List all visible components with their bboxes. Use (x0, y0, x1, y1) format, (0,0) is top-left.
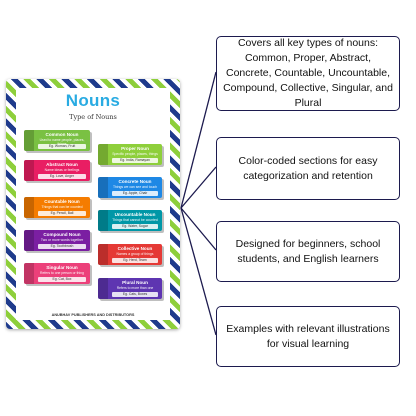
feature-box-types: Covers all key types of nouns: Common, P… (216, 36, 400, 111)
card-title: Singular Noun (46, 265, 78, 270)
publisher-label: ANUBHAV PUBLISHERS AND DISTRIBUTORS (51, 313, 135, 317)
card-example: Eg. Apple, Chair (112, 191, 158, 196)
card-example: Eg. Love, Anger (38, 174, 86, 179)
card-desc: Names a group of things (116, 252, 154, 256)
card-desc: Things we can see and touch (112, 185, 158, 189)
card-example: Eg. Cats, Boxes (112, 292, 158, 297)
poster-subtitle: Type of Nouns (69, 113, 117, 121)
card-title: Concrete Noun (118, 179, 152, 184)
card-desc: Refers to more than one (116, 286, 154, 290)
feature-text: Examples with relevant illustrations for… (226, 322, 390, 350)
connector-line (180, 71, 217, 209)
card-title: Countable Noun (44, 199, 80, 204)
card-example: Eg. Water, Sugar (112, 224, 158, 229)
card-common-noun: Common Noun Used to name people, places,… (24, 130, 90, 151)
card-countable-noun: Countable Noun Things that can be counte… (24, 197, 90, 218)
card-title: Uncountable Noun (114, 212, 156, 217)
card-desc: Specific people, places, things (112, 152, 158, 156)
card-compound-noun: Compound Noun Two or more words together… (24, 230, 90, 251)
card-collective-noun: Collective Noun Names a group of things … (98, 244, 162, 265)
card-desc: Name ideas or feelings (44, 168, 80, 172)
card-uncountable-noun: Uncountable Noun Things that cannot be c… (98, 210, 162, 231)
feature-text: Color-coded sections for easy categoriza… (238, 154, 378, 182)
feature-text: Designed for beginners, school students,… (235, 237, 381, 265)
card-title: Plural Noun (122, 280, 148, 285)
card-title: Collective Noun (117, 246, 153, 251)
connector-line (180, 207, 217, 336)
feature-box-audience: Designed for beginners, school students,… (216, 221, 400, 282)
card-example: Eg. Pencil, Ball (38, 211, 86, 216)
card-title: Proper Noun (121, 146, 149, 151)
card-desc: Things that cannot be counted (112, 218, 158, 222)
feature-box-color-coded: Color-coded sections for easy categoriza… (216, 137, 400, 200)
card-title: Common Noun (45, 132, 79, 137)
connector-line (180, 166, 217, 209)
card-example: Eg. Cat, Box (38, 277, 86, 282)
card-abstract-noun: Abstract Noun Name ideas or feelings Eg.… (24, 160, 90, 181)
feature-text: Covers all key types of nouns: Common, P… (223, 37, 393, 109)
feature-box-examples: Examples with relevant illustrations for… (216, 306, 400, 367)
connector-line (180, 207, 217, 251)
nouns-poster: Nouns Type of Nouns Common Noun Used to … (6, 79, 180, 329)
card-concrete-noun: Concrete Noun Things we can see and touc… (98, 177, 162, 198)
card-example: Eg. Toothbrush (38, 244, 86, 249)
card-title: Abstract Noun (46, 162, 78, 167)
card-desc: Things that can be counted (41, 205, 83, 209)
poster-content: Nouns Type of Nouns Common Noun Used to … (16, 88, 170, 320)
card-example: Eg. Herd, Team (112, 258, 158, 263)
card-desc: Two or more words together (40, 238, 84, 242)
card-proper-noun: Proper Noun Specific people, places, thi… (98, 144, 162, 165)
poster-title: Nouns (65, 91, 121, 110)
card-example: Eg. India, Ramayan (112, 158, 158, 163)
card-desc: Refers to one person or thing (40, 271, 84, 275)
card-title: Compound Noun (43, 232, 81, 237)
card-singular-noun: Singular Noun Refers to one person or th… (24, 263, 90, 284)
card-plural-noun: Plural Noun Refers to more than one Eg. … (98, 278, 162, 299)
card-example: Eg. Woman, Fruit (38, 144, 86, 149)
